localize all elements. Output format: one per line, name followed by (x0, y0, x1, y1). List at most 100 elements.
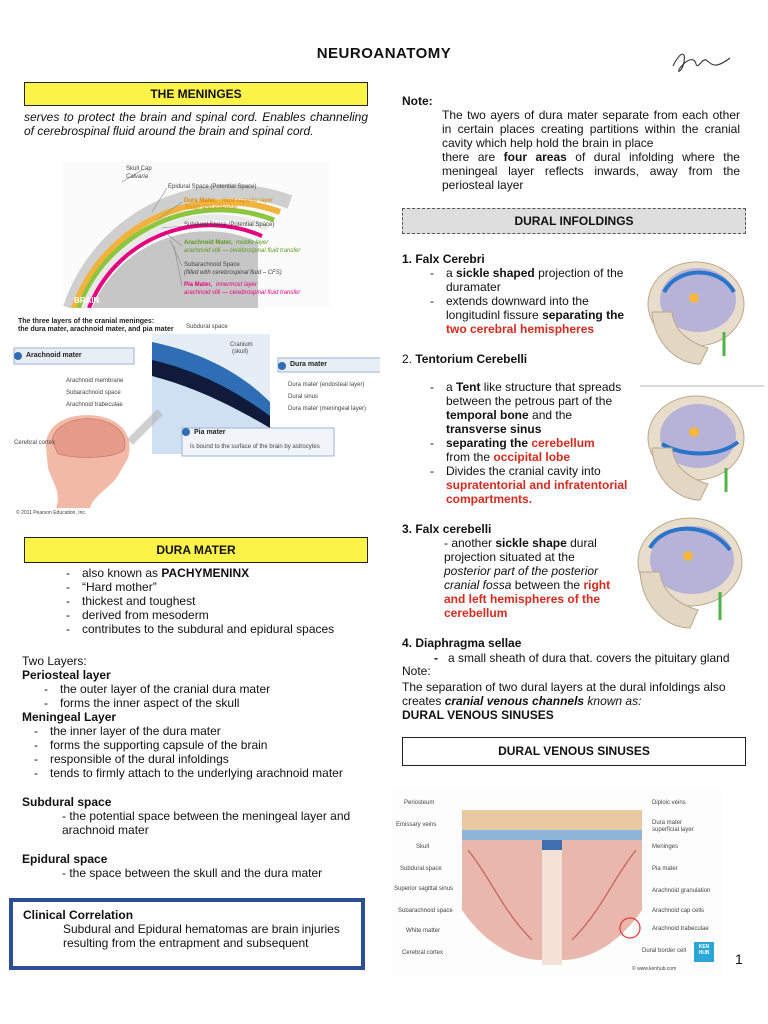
divider-line (640, 385, 764, 387)
subdural-text: - the potential space between the mening… (62, 809, 351, 837)
meningeal-item: the inner layer of the dura mater (34, 724, 364, 738)
skull-label: (skull) (232, 349, 248, 355)
skull-cap-label: Skull Cap (126, 166, 152, 172)
arachnoid-membrane-label: Arachnoid membrane (66, 378, 124, 384)
clinical-text: Subdural and Epidural hematomas are brai… (63, 922, 340, 950)
sinus-label-left: Subdural space (400, 866, 442, 872)
kenhub-website: © www.kenhub.com (632, 966, 677, 972)
dura-bullet: derived from mesoderm (66, 608, 366, 622)
epidural-text: - the space between the skull and the du… (62, 866, 323, 880)
dura-sub-label: most superior layer (222, 198, 274, 204)
meningeal-list: the inner layer of the dura mater forms … (34, 724, 364, 780)
calvaria-label: Calvaria (126, 174, 149, 180)
arachnoid-sub2-label: arachnoid villi — cerebrospinal fluid tr… (184, 248, 301, 254)
tentorium-list: a Tent like structure that spreads betwe… (430, 380, 634, 506)
dural-venous-sinuses-figure: Periosteum Emissary veins Skull Subdural… (392, 790, 722, 976)
sinus-label-left: Superior sagittal sinus (394, 886, 454, 892)
sinus-label-left: Periosteum (404, 800, 435, 806)
note2-text: The separation of two dural layers at th… (402, 680, 726, 708)
subdural-space-label: Subdural Space (Potential Space) (184, 222, 275, 228)
sinus-label-right: Arachnoid trabeculae (652, 926, 709, 932)
falx-cerebri-item: a sickle shaped projection of the durama… (430, 266, 636, 294)
sinus-label-left: Cerebral cortex (402, 950, 444, 956)
diaphragma-bullet: -a small sheath of dura that. covers the… (434, 651, 730, 665)
dura-bullet: “Hard mother” (66, 580, 366, 594)
dural-infoldings-header: DURAL INFOLDINGS (402, 208, 746, 234)
tentorium-title: 2. Tentorium Cerebelli (402, 352, 528, 366)
note-text: The two ayers of dura mater separate fro… (442, 108, 740, 192)
page-title: NEUROANATOMY (316, 45, 452, 62)
sinus-label-right: Dural border cell (642, 948, 687, 954)
meningeal-item: forms the supporting capsule of the brai… (34, 738, 364, 752)
falx-cerebri-title: 1. Falx Cerebri (402, 252, 485, 266)
sinus-label-right: Diploic veins (652, 800, 686, 806)
periosteal-list: the outer layer of the cranial dura mate… (44, 682, 364, 710)
sinus-label-right: Arachnoid granulation (652, 888, 711, 894)
arachnoid-trabeculae-label: Arachnoid trabeculae (66, 402, 123, 408)
three-layers-figure: The three layers of the cranial meninges… (10, 312, 380, 520)
sinus-label-left: Subarachnoid space (398, 908, 453, 914)
falx-cerebri-illustration (647, 261, 745, 365)
note2-label: Note: (402, 664, 431, 678)
dura-bullet: thickest and toughest (66, 594, 366, 608)
subdural-space-label: Subdural space (186, 324, 228, 330)
cranium-label: Cranium (230, 342, 253, 348)
clinical-title: Clinical Correlation (23, 908, 134, 922)
sinus-diagram (462, 810, 714, 965)
tentorium-item: a Tent like structure that spreads betwe… (430, 380, 634, 436)
falx-cerebelli-text: - another sickle shape dural projection … (444, 536, 611, 620)
periosteal-item: the outer layer of the cranial dura mate… (44, 682, 364, 696)
sinus-label-right: Pia mater (652, 866, 678, 872)
figure-caption-line1: The three layers of the cranial meninges… (18, 318, 155, 325)
dura-sub2-label: Tough and inflexible (184, 205, 238, 211)
note-label: Note: (402, 94, 433, 108)
arachnoid-mater-box: Arachnoid mater (26, 352, 82, 359)
dura-mater-label: Dura Mater, (184, 198, 217, 204)
subarachnoid-label: Subarachnoid Space (184, 262, 240, 268)
cerebral-cortex-label: Cerebral cortex (14, 440, 56, 446)
sinus-label-right: Meninges (652, 844, 679, 850)
falx-cerebri-list: a sickle shaped projection of the durama… (430, 266, 636, 336)
pia-mater-text: Is bound to the surface of the brain by … (190, 444, 320, 450)
subarachnoid-sub-label: (filled with cerebrospinal fluid – CFS) (184, 270, 282, 276)
dura-mater-header: DURA MATER (24, 537, 368, 563)
clinical-correlation-box: Clinical Correlation Subdural and Epidur… (9, 898, 365, 970)
falx-cerebri-item: extends downward into the longitudinl fi… (430, 294, 636, 336)
note2-bold-line: DURAL VENOUS SINUSES (402, 708, 554, 722)
meninges-intro: serves to protect the brain and spinal c… (24, 110, 368, 138)
sinus-label-left: Emissary veins (396, 822, 437, 828)
sinus-label-left: Skull (416, 844, 430, 850)
diaphragma-title: 4. Diaphragma sellae (402, 636, 522, 650)
epidural-title: Epidural space (22, 852, 108, 866)
meninges-layers-figure: Skull Cap Calvaria Epidural Space (Poten… (62, 162, 330, 308)
dura-bullet: also known as PACHYMENINX (66, 566, 366, 580)
dura-meningeal-label: Dura mater (meningeal layer) (288, 406, 367, 412)
pia-sub-label: innermost layer (216, 282, 258, 288)
epidural-space-label: Epidural Space (Potential Space) (168, 184, 257, 190)
subdural-title: Subdural space (22, 795, 112, 809)
dural-sinus-label: Dural sinus (288, 394, 319, 400)
pia-sub2-label: arachnoid villi — cerebrospinal fluid tr… (184, 290, 301, 296)
meningeal-item: responsible of the dural infoldings (34, 752, 364, 766)
arachnoid-sub-label: middle layer (236, 240, 269, 246)
subarachnoid-space-label: Subarachnoid space (66, 390, 121, 396)
dural-venous-sinuses-header: DURAL VENOUS SINUSES (402, 737, 746, 766)
periosteal-item: forms the inner aspect of the skull (44, 696, 364, 710)
meningeal-title: Meningeal Layer (22, 710, 117, 724)
arachnoid-label: Arachnoid Mater, (184, 240, 233, 246)
copyright: © 2011 Pearson Education, Inc. (16, 510, 87, 516)
signature (672, 53, 731, 72)
dura-mater-box: Dura mater (290, 361, 327, 368)
page-number: 1 (735, 951, 743, 967)
tentorium-item: Divides the cranial cavity intosupratent… (430, 464, 634, 506)
brain-label: BRAIN (74, 296, 100, 305)
two-layers-label: Two Layers: (22, 654, 87, 668)
falx-cerebelli-title: 3. Falx cerebelli (402, 522, 492, 536)
three-layers-diagram (13, 334, 380, 508)
periosteal-title: Periosteal layer (22, 668, 111, 682)
falx-cerebelli-illustration (637, 517, 743, 629)
meninges-layers-diagram (63, 169, 293, 308)
tentorium-illustration (647, 395, 745, 501)
meninges-header: THE MENINGES (24, 82, 368, 106)
kenhub-logo: KEN HUB (698, 944, 710, 956)
